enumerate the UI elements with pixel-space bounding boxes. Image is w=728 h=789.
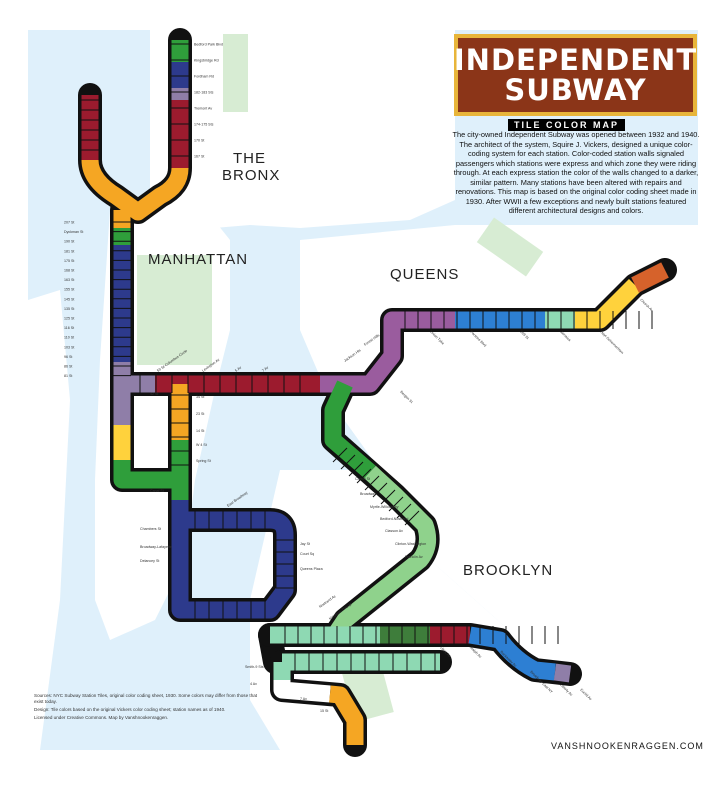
station-tick [332, 447, 348, 463]
station-label: Broadway [360, 492, 376, 496]
culver-fill-white [273, 680, 331, 703]
station-label: 125 St [64, 317, 74, 321]
queens-fill-purple [320, 311, 455, 393]
station-label: Queens Plaza [300, 567, 323, 571]
station-label: 4 Av [250, 682, 257, 686]
eighth-ave-fill-green2 [113, 460, 180, 489]
crosstown-fill-lightgreen [295, 465, 437, 644]
station-label: Tremont Av [194, 107, 212, 111]
queens-fill-rust [631, 262, 669, 293]
station-label: Delancey St [140, 559, 159, 563]
station-tick [348, 461, 364, 477]
station-label: 110 St [64, 336, 74, 340]
station-tick [396, 503, 412, 519]
station-ticks [81, 43, 653, 671]
station-label: 167 St [194, 155, 204, 159]
station-label: Jay St [300, 542, 310, 546]
station-label: 155 St [64, 288, 74, 292]
station-tick [356, 468, 372, 484]
station-label: W 4 St [196, 443, 207, 447]
subtitle: TILE COLOR MAP [508, 119, 625, 131]
station-label: Bedford Park Blvd [194, 43, 223, 47]
borough-label-brooklyn: BROOKLYN [463, 562, 554, 579]
borough-label-bronx-2: BRONX [222, 167, 281, 184]
station-label: 14 St [196, 429, 204, 433]
sixth-ave-fill-navy [171, 500, 294, 619]
central-park [137, 255, 212, 365]
station-tick [364, 475, 380, 491]
station-label: 42 St [150, 392, 158, 396]
brooklyn-land [250, 470, 540, 750]
station-label: Franklin Av [405, 555, 423, 559]
credit-line-2: Design: Tile colors based on the origina… [34, 707, 226, 712]
flushing-meadows-park [476, 217, 544, 277]
station-label: 7 Av [261, 365, 269, 372]
station-label: 170 St [194, 139, 204, 143]
website-link[interactable]: VANSHNOOKENRAGGEN.COM [551, 741, 704, 751]
station-label: Carroll St [355, 477, 370, 481]
station-label: 135 St [64, 307, 74, 311]
van-cortlandt-park [223, 34, 248, 112]
fulton-fill-blue [468, 626, 556, 681]
station-label: 207 St [64, 221, 74, 225]
station-label: Dyckman St [64, 230, 83, 234]
station-label: 86 St [64, 365, 72, 369]
borough-label-bronx-1: THE [233, 150, 266, 167]
station-tick [380, 489, 396, 505]
station-label: Canal St [150, 489, 164, 493]
crosstown-fill-green [324, 380, 376, 479]
station-tick [340, 454, 356, 470]
station-label: Fordham Rd [194, 75, 214, 79]
station-label: Kingsbridge Rd [194, 59, 219, 63]
station-label: 34 St [196, 395, 204, 399]
station-label: 168 St [64, 269, 74, 273]
culver-fill-orange [329, 685, 364, 745]
fulton-fill-lavender [553, 663, 572, 683]
credit-line-1: Sources: NYC Subway Station Tiles, origi… [34, 693, 258, 704]
station-label: 96 St [64, 355, 72, 359]
station-label: Clinton-Washington [395, 542, 426, 546]
station-label: 181 St [64, 249, 74, 253]
credits: Sources: NYC Subway Station Tiles, origi… [34, 693, 264, 723]
station-tick [372, 482, 388, 498]
station-label: 163 St [64, 278, 74, 282]
title-line-1: INDEPENDENT [453, 43, 698, 77]
station-label: 15 St [320, 709, 328, 713]
station-label: 116 St [64, 326, 74, 330]
station-label: 182-183 Sts [194, 91, 214, 95]
station-label: 81 St [64, 374, 72, 378]
station-label: 7 Av [300, 697, 307, 701]
station-label: 169 St [519, 330, 529, 340]
station-label: 174-175 Sts [194, 123, 214, 127]
concourse-fill-orange [81, 159, 189, 221]
borough-label-queens: QUEENS [390, 266, 460, 283]
station-label: 145 St [64, 297, 74, 301]
station-label: Smith-9 Sts [245, 665, 264, 669]
station-label: Bedford-Nostrand [380, 517, 408, 521]
station-label: Myrtle-Willoughby [370, 505, 399, 509]
station-label: Court Sq [300, 552, 314, 556]
station-label: Broadway-Lafayette [140, 545, 172, 549]
station-label: Chambers St [140, 527, 161, 531]
title-line-2: SUBWAY [504, 73, 647, 107]
station-label: 103 St [64, 345, 74, 349]
station-tick [388, 496, 404, 512]
station-label: 5 Av [234, 365, 242, 372]
station-label: Spring St [196, 459, 211, 463]
title-sign: INDEPENDENT SUBWAY [454, 34, 697, 116]
station-tick [404, 510, 420, 526]
credit-line-3: Licensed under Creative Commons. Map by … [34, 715, 169, 720]
description: The city-owned Independent Subway was op… [452, 130, 700, 215]
station-label: 190 St [64, 240, 74, 244]
borough-label-manhattan: MANHATTAN [148, 251, 249, 268]
station-label: 23 St [196, 412, 204, 416]
station-label: 175 St [64, 259, 74, 263]
station-label: Classon Av [385, 529, 403, 533]
new-jersey-land [28, 290, 70, 750]
